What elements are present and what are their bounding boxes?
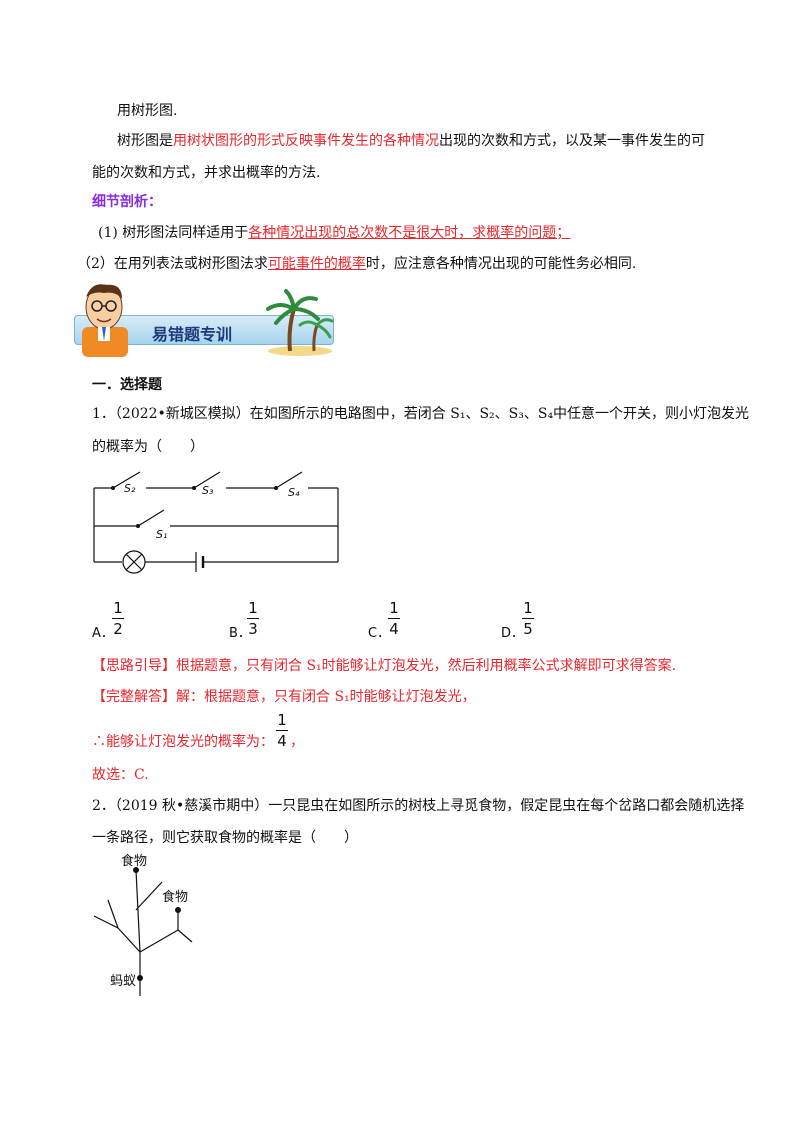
switch-label-s1: S₁: [156, 528, 168, 541]
therefore-numerator: 1: [277, 711, 287, 729]
q1-stem-line-2: 的概率为（ ）: [92, 439, 204, 455]
banner-illustration: [82, 284, 334, 357]
hint-text: 根据题意，只有闭合 S₁时能够让灯泡发光，然后利用概率公式求解即可求得答案.: [176, 658, 677, 674]
option-c-letter[interactable]: C．: [368, 626, 391, 641]
teacher-cartoon-icon: [82, 284, 128, 357]
para-line-2-post: 出现的次数和方式，以及某一事件发生的可: [439, 133, 705, 149]
para-line-2-red: 用树状图形的形式反映事件发生的各种情况: [173, 133, 439, 149]
detail-item-2-post: 时，应注意各种情况出现的可能性务必相同.: [365, 256, 637, 272]
option-a-letter[interactable]: A．: [92, 626, 114, 641]
detail-item-2-red: 可能事件的概率: [267, 256, 366, 272]
option-b-letter[interactable]: B．: [229, 626, 251, 641]
switch-label-s4: S₄: [288, 486, 300, 499]
answer-label: 【完整解答】: [92, 689, 176, 705]
option-d-denominator: 5: [523, 620, 533, 638]
switch-label-s3: S₃: [202, 484, 214, 497]
q1-choose: 故选：C.: [92, 767, 149, 783]
fraction-bar: [388, 618, 400, 619]
answer-text: 解：根据题意，只有闭合 S₁时能够让灯泡发光，: [176, 689, 476, 705]
option-c-denominator: 4: [389, 620, 399, 638]
q1-hint: 【思路引导】根据题意，只有闭合 S₁时能够让灯泡发光，然后利用概率公式求解即可求…: [92, 655, 676, 675]
section-heading: 一．选择题: [92, 377, 162, 393]
hint-label: 【思路引导】: [92, 658, 176, 674]
therefore-denominator: 4: [277, 732, 287, 750]
option-d-letter[interactable]: D．: [501, 626, 525, 641]
switch-label-s2: S₂: [124, 482, 136, 495]
fraction-bar: [247, 618, 259, 619]
food-label-top: 食物: [121, 854, 148, 869]
q1-stem-line-1: 1．（2022•新城区模拟）在如图所示的电路图中，若闭合 S₁、S₂、S₃、S₄…: [92, 406, 750, 422]
q1-circuit-diagram: [93, 471, 339, 574]
para-line-2-pre: 树形图是: [117, 133, 173, 149]
fraction-bar: [276, 730, 288, 731]
q1-answer: 【完整解答】解：根据题意，只有闭合 S₁时能够让灯泡发光，: [92, 686, 476, 706]
q1-therefore-tail: ，: [290, 734, 304, 750]
q2-stem-line-1: 2．（2019 秋•慈溪市期中）一只昆虫在如图所示的树枝上寻觅食物，假定昆虫在每…: [92, 798, 745, 814]
detail-item-1-pre: (1) 树形图法同样适用于: [98, 225, 249, 241]
para-line-2: 树形图是用树状图形的形式反映事件发生的各种情况出现的次数和方式，以及某一事件发生…: [117, 130, 705, 150]
option-c-numerator: 1: [389, 599, 399, 617]
detail-item-1-red: 各种情况出现的总次数不是很大时，求概率的问题；: [248, 225, 571, 241]
option-a-denominator: 2: [113, 620, 123, 638]
palm-tree-icon: [266, 289, 334, 356]
section-banner: 易错题专训: [72, 279, 334, 359]
option-a-numerator: 1: [113, 599, 123, 617]
q2-tree-diagram: [93, 867, 193, 996]
ant-label: 蚂蚁: [110, 974, 137, 989]
option-d-numerator: 1: [523, 599, 533, 617]
fraction-bar: [112, 618, 124, 619]
option-b-denominator: 3: [248, 620, 258, 638]
option-b-numerator: 1: [248, 599, 258, 617]
para-line-1: 用树形图.: [117, 103, 178, 119]
food-label-right: 食物: [162, 890, 189, 905]
detail-heading: 细节剖析：: [92, 194, 162, 210]
para-line-3: 能的次数和方式，并求出概率的方法.: [92, 165, 321, 181]
detail-item-1: (1) 树形图法同样适用于各种情况出现的总次数不是很大时，求概率的问题；: [98, 222, 570, 242]
detail-item-2: （2）在用列表法或树形图法求可能事件的概率时，应注意各种情况出现的可能性务必相同…: [77, 253, 636, 273]
fraction-bar: [522, 618, 534, 619]
q1-therefore-line: ∴能够让灯泡发光的概率为：: [92, 734, 274, 750]
q2-stem-line-2: 一条路径，则它获取食物的概率是（ ）: [92, 830, 358, 846]
detail-item-2-pre: （2）在用列表法或树形图法求: [77, 256, 268, 272]
banner-title: 易错题专训: [152, 325, 233, 344]
